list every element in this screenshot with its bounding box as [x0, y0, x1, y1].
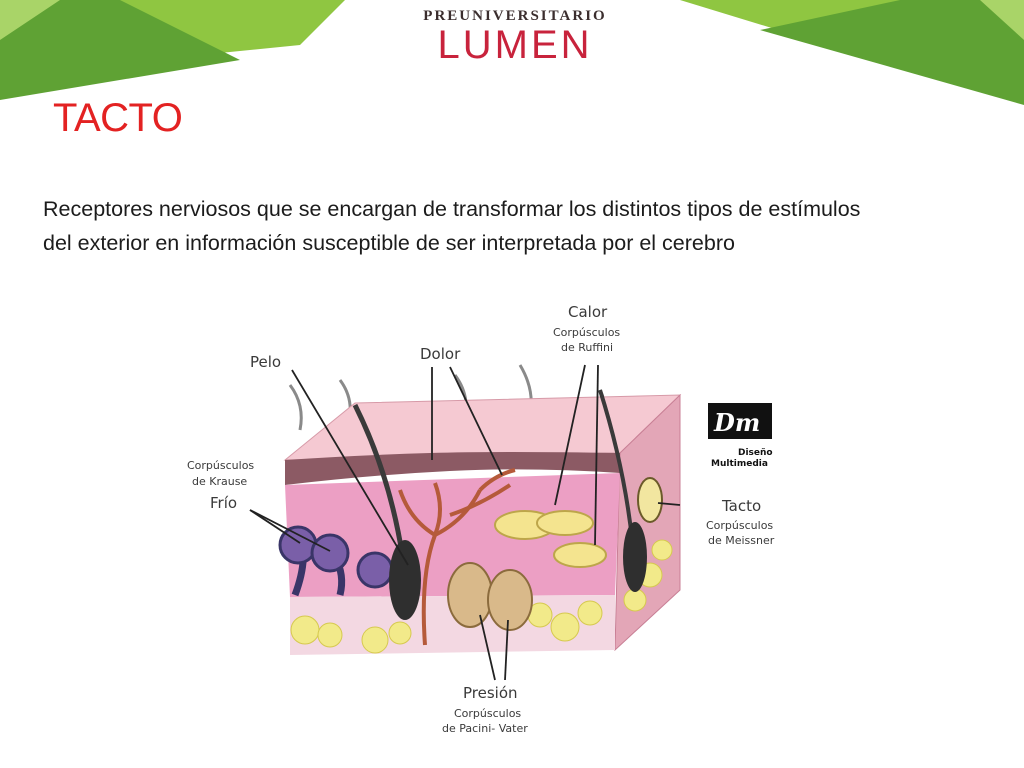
hair-follicles — [352, 389, 647, 620]
label-presion-sub1: Corpúsculos — [454, 707, 521, 720]
label-presion: Presión — [463, 684, 518, 702]
label-krause-sub2: de Krause — [192, 475, 247, 488]
skin-surface — [283, 394, 682, 461]
logo-top-text: PREUNIVERSITARIO — [423, 8, 607, 24]
header-banner — [0, 0, 1024, 105]
slide-description: Receptores nerviosos que se encargan de … — [43, 197, 861, 255]
label-krause-sub1: Corpúsculos — [187, 459, 254, 472]
lumen-logo: PREUNIVERSITARIO LUMEN — [420, 8, 610, 65]
epidermis-band — [285, 452, 620, 485]
pacini-corpuscles — [447, 562, 533, 631]
label-tacto-sub2: de Meissner — [708, 534, 775, 547]
logo-main-text: LUMEN — [437, 23, 593, 67]
dm-badge-line1: Diseño — [738, 448, 773, 458]
slide-title: TACTO — [53, 96, 183, 140]
free-nerve-endings — [398, 468, 516, 646]
ruffini-corpuscles — [494, 510, 607, 568]
label-pelo: Pelo — [250, 353, 281, 371]
fat-cells — [290, 539, 673, 654]
meissner-corpuscle — [637, 477, 663, 523]
label-calor: Calor — [568, 303, 608, 321]
skin-diagram: Calor Corpúsculos de Ruffini Pelo Dolor … — [187, 303, 775, 735]
leader-lines — [249, 364, 681, 681]
label-tacto: Tacto — [721, 497, 761, 515]
dm-badge-line2: Multimedia — [711, 459, 768, 469]
label-tacto-sub1: Corpúsculos — [706, 519, 773, 532]
label-frio: Frío — [210, 494, 237, 512]
krause-corpuscles — [278, 525, 394, 597]
dm-badge-mark: Dm — [713, 408, 760, 437]
label-calor-sub2: de Ruffini — [561, 341, 613, 354]
label-dolor: Dolor — [420, 345, 461, 363]
label-calor-sub1: Corpúsculos — [553, 326, 620, 339]
dm-badge: Dm Diseño Multimedia — [708, 403, 773, 469]
label-presion-sub2: de Pacini- Vater — [442, 722, 528, 735]
